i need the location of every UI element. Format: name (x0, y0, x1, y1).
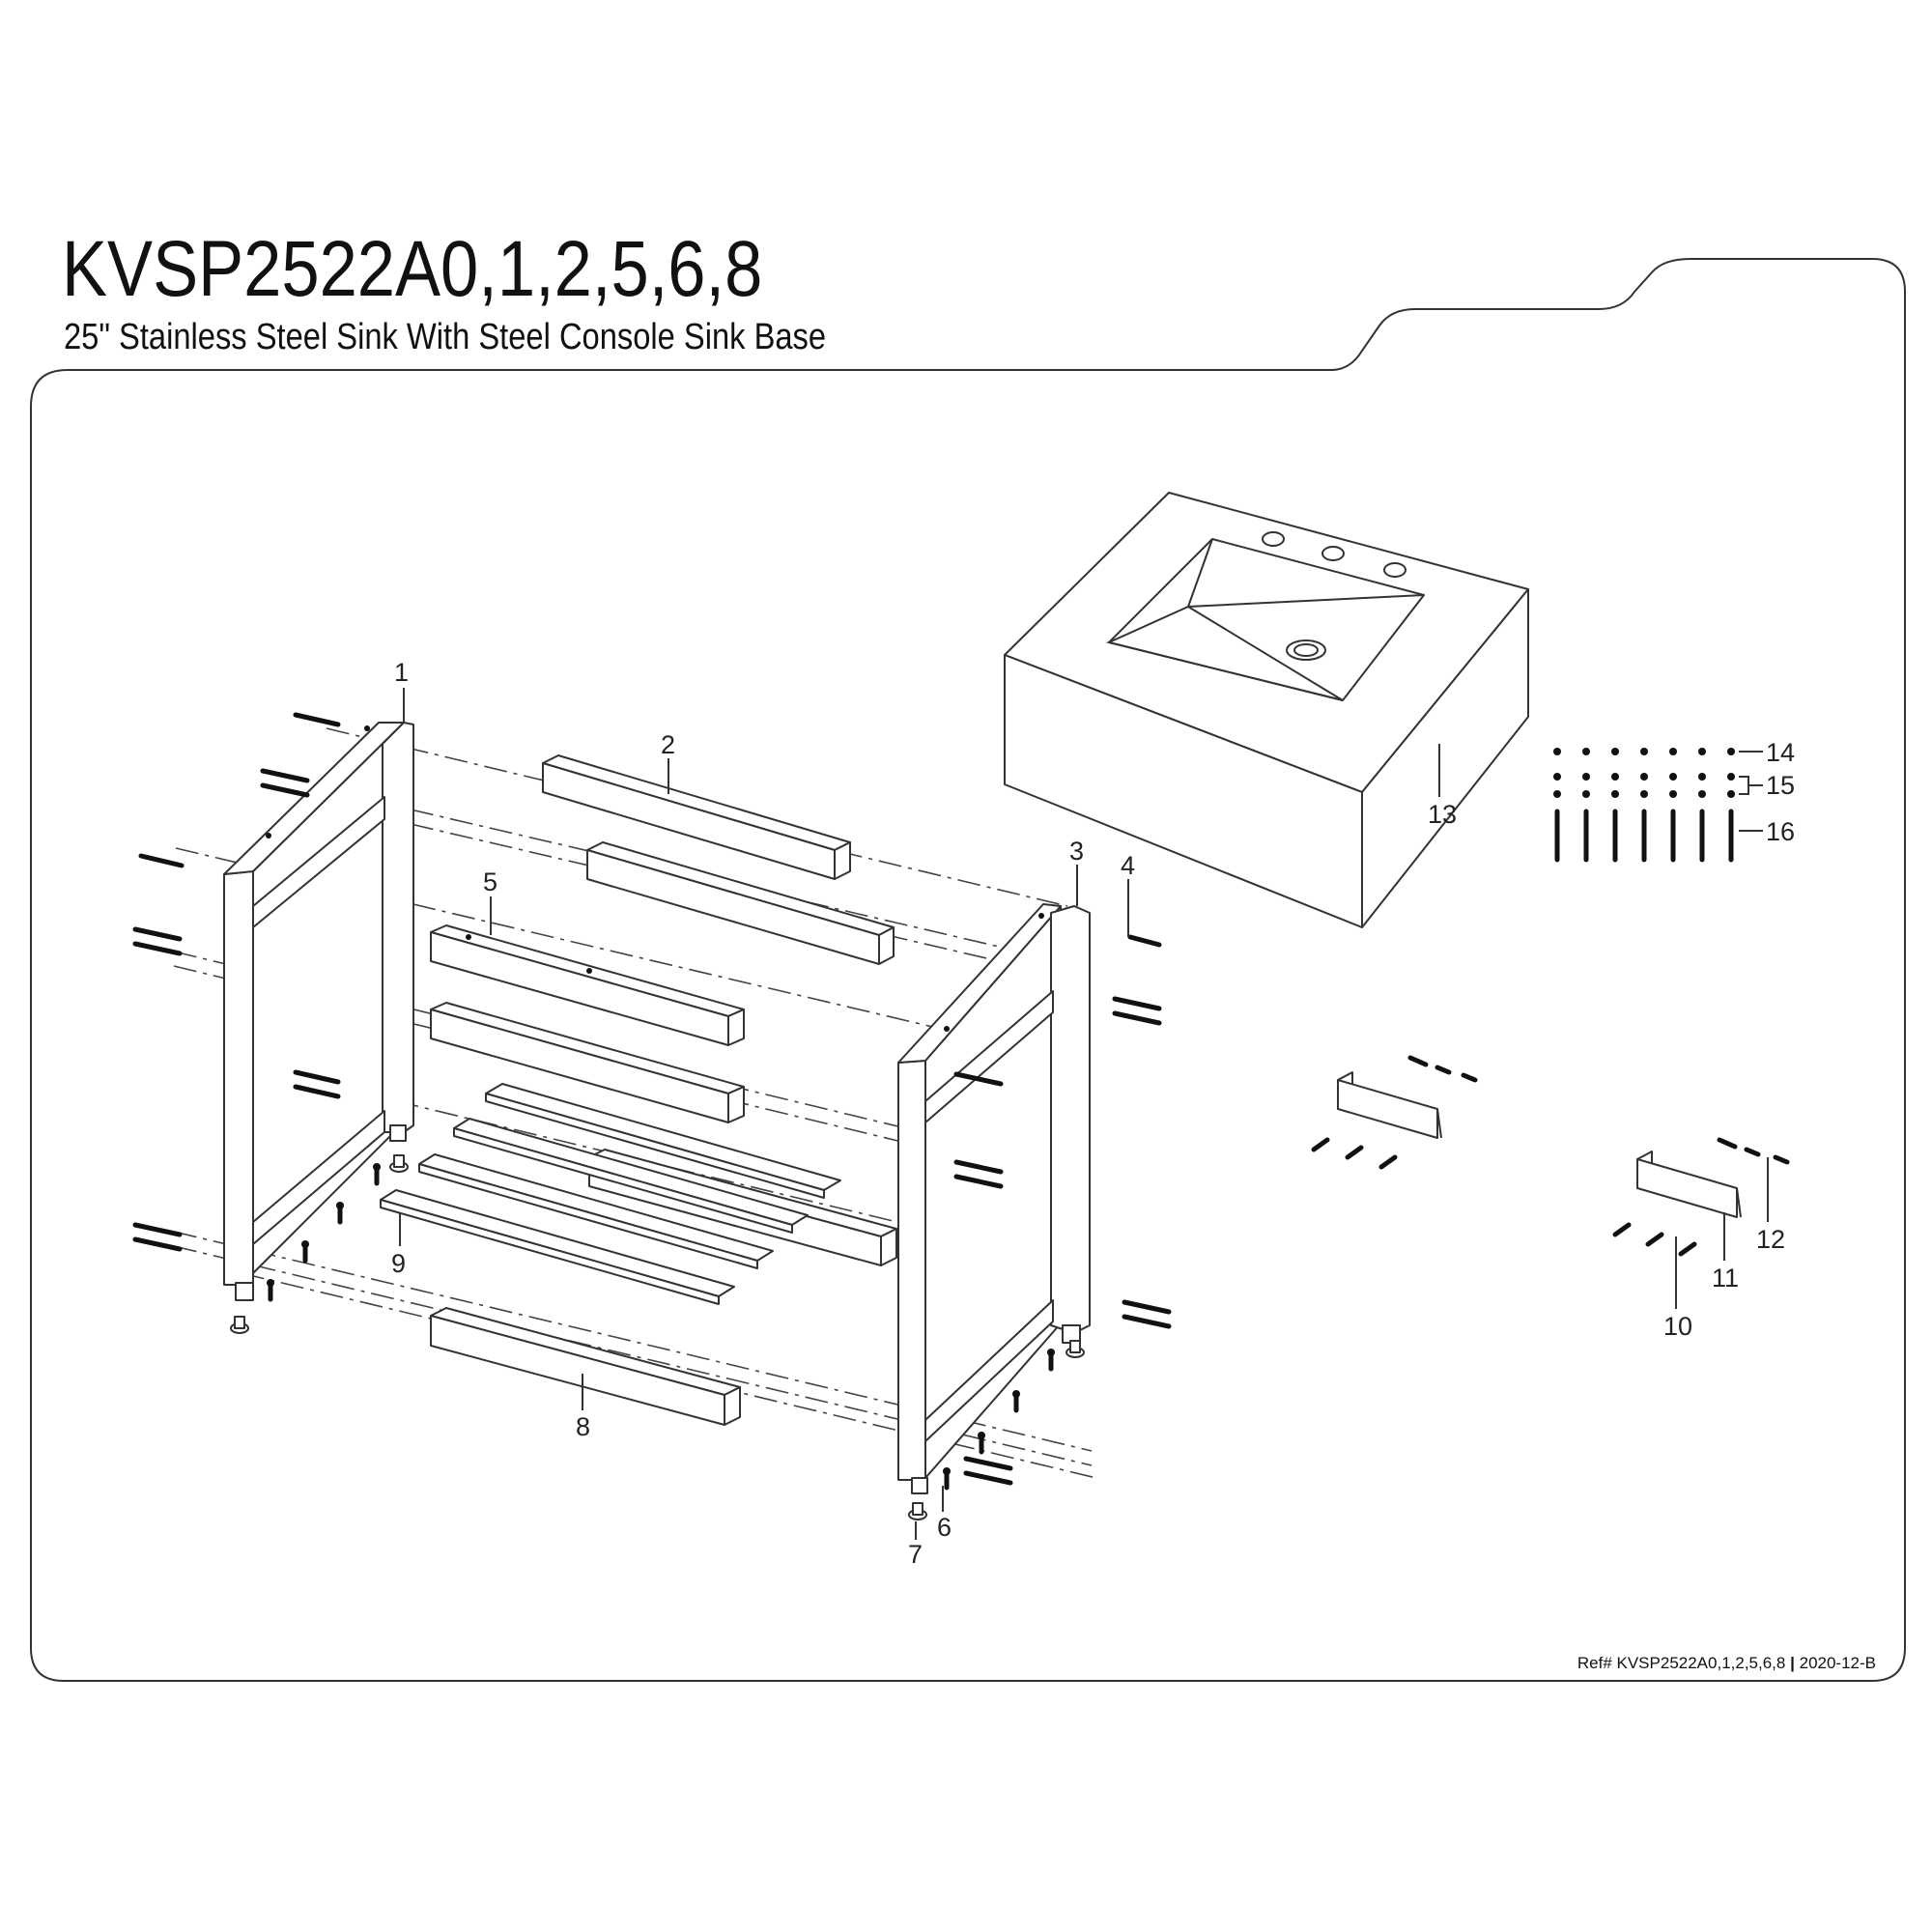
callout-3: 3 (1069, 837, 1084, 866)
right-bolts (953, 934, 1172, 1486)
rail-part-8 (430, 1307, 741, 1426)
rail-part-2 (542, 754, 851, 880)
callout-leaders (399, 688, 1769, 1540)
callout-7: 7 (908, 1540, 923, 1569)
revision-code: 2020-12-B (1799, 1654, 1876, 1672)
callout-2: 2 (661, 730, 675, 759)
callout-10: 10 (1663, 1312, 1692, 1341)
left-bolts (132, 712, 341, 1252)
callout-5: 5 (483, 867, 497, 896)
sheet-frame (30, 258, 1906, 1682)
callout-12: 12 (1756, 1225, 1785, 1254)
screws-part-6 (267, 1163, 1055, 1491)
reference-number: Ref# KVSP2522A0,1,2,5,6,8 (1577, 1654, 1786, 1672)
left-side-frame (223, 722, 414, 1301)
reference-footer: Ref# KVSP2522A0,1,2,5,6,8 | 2020-12-B (1577, 1654, 1876, 1673)
callout-numbers: 1 2 3 4 5 6 7 8 9 10 11 12 13 14 15 16 (391, 658, 1795, 1569)
shelf-slats-part-9 (380, 1083, 841, 1305)
document-subtitle: 25" Stainless Steel Sink With Steel Cons… (64, 317, 827, 357)
hardware-kit (1553, 748, 1735, 863)
callout-9: 9 (391, 1249, 406, 1278)
bracket-upper (1311, 1055, 1478, 1170)
callout-13: 13 (1428, 800, 1457, 829)
callout-4: 4 (1121, 851, 1135, 880)
callout-8: 8 (576, 1412, 590, 1441)
callout-6: 6 (937, 1513, 952, 1542)
rail-part-5-duplicate (430, 1002, 745, 1123)
rail-part-2-duplicate (586, 841, 895, 965)
right-side-frame (897, 903, 1091, 1494)
sink-top-part-13 (1004, 492, 1529, 928)
callout-14: 14 (1766, 738, 1795, 767)
callout-16: 16 (1766, 817, 1795, 846)
callout-11: 11 (1712, 1264, 1739, 1293)
document-title: KVSP2522A0,1,2,5,6,8 (62, 225, 763, 313)
callout-15: 15 (1766, 771, 1795, 800)
rail-part-5 (430, 924, 745, 1046)
footer-separator: | (1790, 1654, 1795, 1672)
leveling-feet-part-7 (230, 1154, 1085, 1520)
bracket-lower (1612, 1137, 1790, 1257)
callout-1: 1 (394, 658, 409, 687)
